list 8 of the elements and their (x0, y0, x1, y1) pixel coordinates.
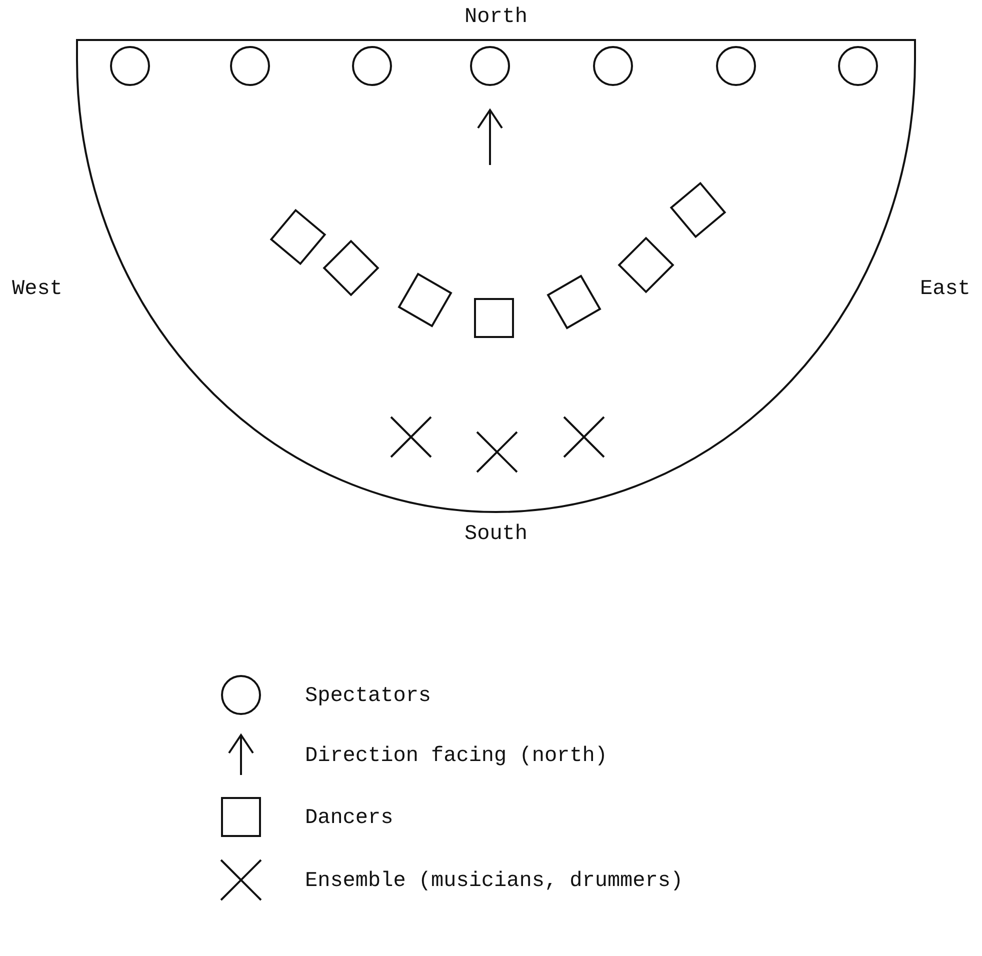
compass-label: South (464, 523, 528, 547)
legend-label: Dancers (305, 807, 394, 831)
legend-label: Direction facing (north) (305, 745, 608, 769)
compass-label: West (12, 278, 62, 302)
compass-label: East (920, 278, 970, 302)
compass-label: North (464, 6, 528, 30)
legend-label: Ensemble (musicians, drummers) (305, 870, 684, 894)
legend-label: Spectators (305, 685, 432, 709)
